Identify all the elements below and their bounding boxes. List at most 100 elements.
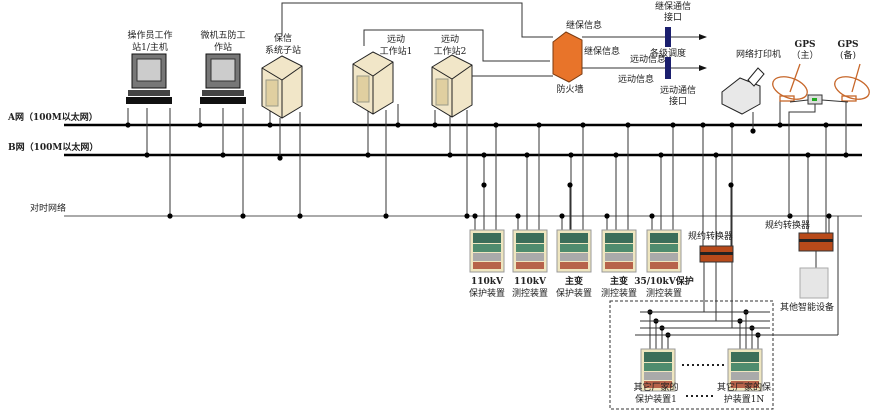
gps-backup-label-2: (备) bbox=[840, 49, 856, 61]
ied-device-label: 35/10kV保护 bbox=[634, 275, 694, 287]
connection-dot bbox=[383, 213, 389, 219]
gps-main-label-2: （主） bbox=[791, 49, 818, 61]
connection-dot bbox=[125, 122, 131, 128]
tele1-link bbox=[363, 29, 550, 62]
connection-dot bbox=[240, 213, 246, 219]
relay-interface-label: 继保通信 bbox=[655, 0, 691, 12]
telecontrol1-label-2: 工作站1 bbox=[380, 45, 413, 57]
connection-dot bbox=[277, 155, 283, 161]
connection-dot bbox=[604, 213, 610, 219]
connection-dot bbox=[220, 152, 226, 158]
connection-dot bbox=[777, 122, 783, 128]
connection-dot bbox=[568, 152, 574, 158]
connection-dot bbox=[729, 122, 735, 128]
ied-device-label: 测控装置 bbox=[646, 287, 682, 299]
connection-dot bbox=[432, 122, 438, 128]
printer-icon[interactable] bbox=[721, 77, 761, 115]
time-net-label: 对时网络 bbox=[30, 202, 66, 214]
ied-device-icon[interactable] bbox=[512, 229, 548, 273]
ied-device-label: 保护装置 bbox=[556, 287, 592, 299]
connection-dot bbox=[144, 152, 150, 158]
connection-dot bbox=[670, 122, 676, 128]
firewall-icon bbox=[552, 31, 583, 83]
operator-workstation-icon[interactable] bbox=[125, 53, 173, 105]
other-smart-device-icon[interactable] bbox=[799, 267, 829, 299]
connection-dot bbox=[613, 152, 619, 158]
tele-interface-label: 远动通信 bbox=[660, 84, 696, 96]
ied-device-label: 110kV bbox=[471, 277, 504, 287]
five-prevention-workstation-icon[interactable] bbox=[199, 53, 247, 105]
vendor-device-1-label-2: 保护装置1 bbox=[635, 393, 677, 405]
converter1-label: 规约转换器 bbox=[688, 230, 733, 242]
ied-device-label: 主变 bbox=[610, 275, 628, 287]
connection-dot bbox=[559, 213, 565, 219]
five-prevention-label-2: 作站 bbox=[214, 41, 232, 53]
tele-info-label-2: 远动信息 bbox=[618, 73, 654, 85]
b-net-label: B网（100M以太网） bbox=[8, 141, 98, 153]
connection-dot bbox=[493, 122, 499, 128]
ied-device-icon[interactable] bbox=[646, 229, 682, 273]
tele-interface-icon bbox=[665, 57, 671, 79]
connection-dot bbox=[167, 213, 173, 219]
connection-dot bbox=[524, 152, 530, 158]
other-smart-device-label: 其他智能设备 bbox=[780, 301, 834, 313]
ied-device-label: 110kV bbox=[514, 277, 547, 287]
connection-dot bbox=[658, 152, 664, 158]
connection-dot bbox=[580, 122, 586, 128]
connection-dot bbox=[567, 182, 573, 188]
relay-info-label-1: 继保信息 bbox=[566, 19, 602, 31]
bus-connections bbox=[127, 100, 847, 349]
gps-backup-label: GPS bbox=[838, 40, 859, 50]
connection-dot bbox=[447, 152, 453, 158]
ied-device-label: 测控装置 bbox=[601, 287, 637, 299]
operator-label-2: 站1/主机 bbox=[132, 41, 168, 53]
vendor-device-n-label-2: 护装置1N bbox=[724, 393, 765, 405]
ied-device-icon[interactable] bbox=[601, 229, 637, 273]
telecontrol1-label: 远动 bbox=[387, 34, 405, 45]
telecontrol1-server-icon[interactable] bbox=[352, 51, 394, 115]
ied-devices: 110kV保护装置110kV测控装置主变保护装置主变测控装置35/10kV保护测… bbox=[469, 229, 694, 299]
connection-dot bbox=[805, 152, 811, 158]
a-net-label: A网（100M以太网） bbox=[7, 111, 98, 123]
connection-dot bbox=[481, 182, 487, 188]
ied-device-label: 主变 bbox=[565, 275, 583, 287]
connection-dot bbox=[787, 213, 793, 219]
connection-dot bbox=[365, 152, 371, 158]
connection-dot bbox=[826, 213, 832, 219]
connection-dot bbox=[843, 152, 849, 158]
five-prevention-label: 微机五防工 bbox=[200, 29, 245, 41]
connection-dot bbox=[267, 122, 273, 128]
telecontrol2-server-icon[interactable] bbox=[431, 54, 473, 118]
connection-dot bbox=[472, 213, 478, 219]
tele-info-label-1: 远动信息 bbox=[630, 53, 666, 65]
operator-label: 操作员工作 bbox=[127, 29, 172, 41]
printer-label: 网络打印机 bbox=[736, 48, 781, 60]
relay-substation-server-icon[interactable] bbox=[261, 55, 303, 119]
connection-dot bbox=[728, 182, 734, 188]
connection-dot bbox=[713, 152, 719, 158]
converter2-label: 规约转换器 bbox=[765, 219, 810, 231]
connection-dot bbox=[823, 122, 829, 128]
ied-device-icon[interactable] bbox=[556, 229, 592, 273]
connection-dot bbox=[395, 122, 401, 128]
connection-dot bbox=[536, 122, 542, 128]
relay-interface-icon bbox=[665, 27, 671, 47]
relay-link bbox=[281, 2, 553, 38]
relay-info-label-2: 继保信息 bbox=[584, 45, 620, 57]
connection-dot bbox=[297, 213, 303, 219]
gps-main-antenna-icon bbox=[772, 63, 808, 102]
connection-dot bbox=[649, 213, 655, 219]
dispatch-label: 各级调度 bbox=[650, 47, 686, 59]
relay-substation-label-2: 系统子站 bbox=[265, 44, 301, 56]
gps-backup-antenna-icon bbox=[834, 63, 870, 102]
connection-dot bbox=[197, 122, 203, 128]
ied-device-label: 保护装置 bbox=[469, 287, 505, 299]
ied-device-icon[interactable] bbox=[469, 229, 505, 273]
connection-dot bbox=[481, 152, 487, 158]
tele-interface-label-2: 接口 bbox=[669, 95, 687, 107]
relay-substation-label: 保信 bbox=[274, 32, 292, 44]
gps-main-label: GPS bbox=[795, 40, 816, 50]
ied-device-label: 测控装置 bbox=[512, 287, 548, 299]
